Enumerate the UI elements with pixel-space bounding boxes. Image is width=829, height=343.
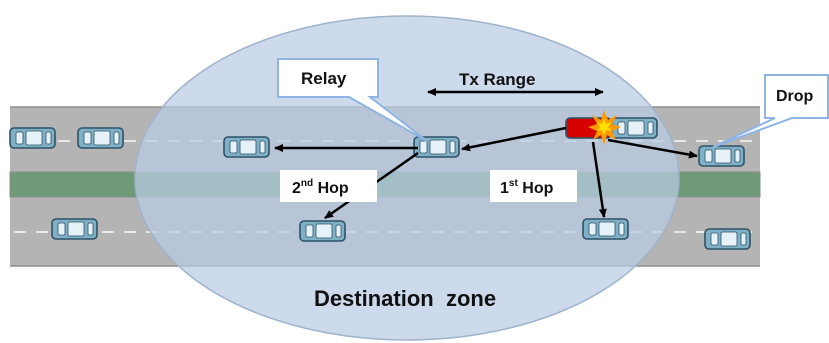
car-left-bottom	[51, 218, 98, 240]
drop-callout-box	[712, 74, 829, 148]
second-hop-number: 2	[292, 180, 301, 197]
car-second-hop-left	[223, 136, 270, 158]
relay-label: Relay	[301, 69, 347, 88]
destination-zone-ellipse	[134, 15, 680, 341]
message-arrows	[274, 88, 698, 220]
first-hop-number: 1	[500, 180, 509, 197]
drop-callout: Drop	[712, 74, 829, 148]
car-second-hop-bottom	[299, 220, 346, 242]
car-behind-crash	[611, 117, 658, 139]
car-left-top-1	[9, 127, 56, 149]
tx-range-label: Tx Range	[459, 70, 536, 89]
first-hop-arrow-to-drop	[607, 138, 698, 159]
first-hop-arrow-down	[591, 141, 607, 218]
first-hop-label: 1st Hop	[490, 170, 577, 202]
relay-callout: Relay	[277, 58, 428, 142]
car-drop	[698, 145, 745, 167]
car-relay	[413, 136, 460, 158]
second-hop-label: 2nd Hop	[280, 170, 377, 202]
second-hop-label-box	[280, 170, 377, 202]
drop-label: Drop	[776, 88, 814, 105]
car-first-hop-bottom	[582, 218, 629, 240]
first-hop-word: Hop	[518, 180, 554, 197]
first-hop-suffix: st	[509, 178, 519, 189]
car-left-top-2	[77, 127, 124, 149]
svg-text:1st Hop: 1st Hop	[500, 178, 554, 197]
first-hop-label-box	[490, 170, 577, 202]
explosion-icon	[588, 110, 621, 145]
destination-zone-label: Destination zone	[314, 286, 496, 311]
relay-callout-box	[277, 58, 428, 142]
second-hop-word: Hop	[313, 180, 349, 197]
svg-text:2nd Hop: 2nd Hop	[292, 178, 349, 197]
car-right-bottom	[704, 228, 751, 250]
second-hop-suffix: nd	[301, 178, 313, 189]
first-hop-arrow-to-relay	[461, 126, 567, 152]
